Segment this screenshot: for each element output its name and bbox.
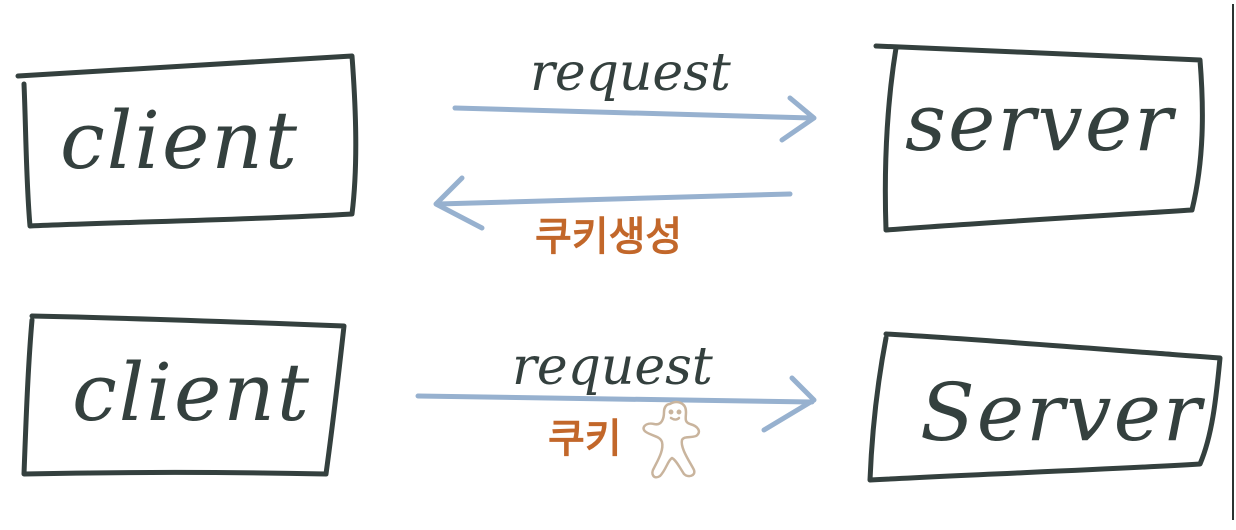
top-request-label: request bbox=[530, 43, 731, 103]
gingerbread-eye-left bbox=[668, 409, 674, 415]
bottom-server-box: Server bbox=[867, 331, 1223, 483]
bottom-server-box-outline bbox=[867, 331, 1223, 483]
top-client-box: client bbox=[15, 53, 359, 229]
top-response-arrow-line bbox=[435, 191, 793, 207]
gingerbread-man-icon bbox=[642, 400, 701, 479]
top-response-arrow: 쿠키생성 bbox=[433, 175, 793, 260]
top-request-arrow: request bbox=[452, 43, 817, 143]
bottom-request-arrow: request 쿠키 bbox=[415, 337, 817, 479]
top-server-box: server bbox=[873, 43, 1205, 233]
gingerbread-eye-right bbox=[676, 409, 682, 415]
bottom-client-box: client bbox=[21, 313, 347, 477]
gingerbread-man-outline bbox=[642, 400, 701, 479]
top-request-arrow-line bbox=[452, 105, 815, 121]
gingerbread-mouth bbox=[669, 416, 681, 421]
bottom-client-box-outline bbox=[21, 313, 347, 477]
top-server-label: server bbox=[905, 76, 1177, 169]
top-request-arrow-head bbox=[779, 95, 817, 143]
bottom-server-label: Server bbox=[920, 366, 1206, 459]
bottom-request-arrow-line bbox=[415, 393, 815, 405]
bottom-request-arrow-head bbox=[761, 375, 817, 433]
top-server-box-outline bbox=[873, 43, 1205, 233]
top-client-box-outline bbox=[15, 53, 359, 229]
bottom-cookie-label: 쿠키 bbox=[548, 416, 622, 462]
top-cookie-create-label: 쿠키생성 bbox=[535, 214, 682, 260]
bottom-server-box-corner-mark bbox=[1140, 350, 1174, 356]
top-client-label: client bbox=[60, 94, 299, 187]
bottom-client-label: client bbox=[72, 346, 311, 439]
top-response-arrow-head bbox=[433, 175, 485, 231]
bottom-request-label: request bbox=[512, 337, 713, 397]
